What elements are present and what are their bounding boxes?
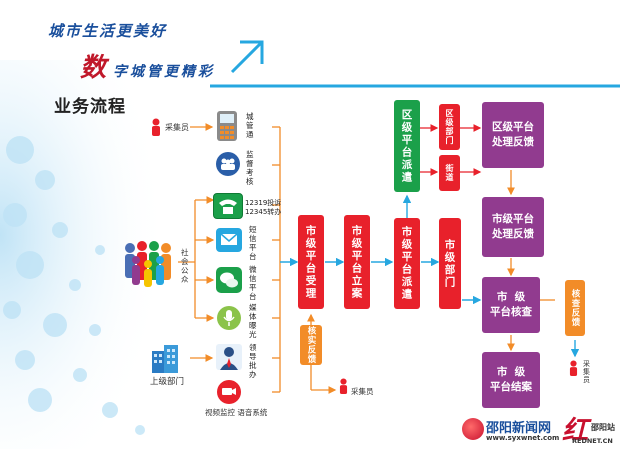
- collector-top-icon: [150, 118, 162, 140]
- decorative-arrow-icon: [230, 40, 264, 74]
- watermark-site2-url: REDNET.CN: [572, 437, 613, 445]
- box-city-dept: 市级部门: [439, 218, 461, 309]
- phone-icon: [214, 110, 240, 142]
- public-crowd-icon: [122, 238, 178, 294]
- watermark-site2-name: 邵阳站: [591, 423, 615, 432]
- wechat-icon: [216, 267, 242, 293]
- channel-label-0: 城 管 通: [246, 112, 254, 139]
- channel-label-4: 微 信 平 台: [249, 265, 257, 301]
- box-street: 街道: [439, 155, 460, 191]
- box-verify-feedback: 核实反馈: [300, 325, 322, 365]
- channel-label-6: 领 导 批 办: [249, 343, 257, 379]
- channel-label-5: 媒 体 曝 光: [249, 303, 257, 339]
- people-icon: [216, 152, 240, 176]
- channel-label-2: 12319投诉 12345转办: [245, 199, 282, 216]
- slogan-rest: 字城管更精彩: [113, 64, 216, 80]
- sms-icon: [216, 228, 242, 252]
- box-district-dept: 区级部门: [439, 104, 460, 150]
- page-title: 业务流程: [54, 97, 126, 117]
- collector-bottom-icon: [338, 378, 349, 398]
- monitor-label: 视频监控 语音系统: [205, 408, 268, 417]
- box-city-check: 市 级 平台核查: [482, 277, 540, 333]
- box-city-dispatch: 市级平台派遣: [394, 218, 420, 309]
- leader-icon: [216, 344, 242, 370]
- channel-label-3: 短 信 平 台: [249, 225, 257, 261]
- video-monitor-icon: [217, 380, 241, 404]
- collector-top-label: 采集员: [165, 123, 189, 132]
- slogan-big-char: 数: [80, 53, 110, 83]
- box-city-close: 市 级 平台结案: [482, 352, 540, 408]
- collector-right-icon: [568, 360, 579, 380]
- upper-dept-label: 上级部门: [150, 377, 185, 387]
- slogan-line2: 数字城管更精彩: [80, 47, 215, 84]
- public-label: 社会公众: [181, 248, 189, 284]
- collector-right-label: 采集员: [583, 360, 590, 384]
- slogan-line1: 城市生活更美好: [48, 22, 168, 40]
- watermark-site1-url: www.syxwnet.com: [486, 434, 560, 442]
- watermark-site2-char: 红: [562, 416, 589, 446]
- box-recheck-feedback: 核查反馈: [565, 280, 585, 336]
- collector-bottom-label: 采集员: [351, 387, 374, 396]
- hotline-icon: [213, 193, 243, 219]
- box-city-accept: 市级平台受理: [298, 215, 324, 309]
- box-district-feedback: 区级平台 处理反馈: [482, 102, 544, 168]
- microphone-icon: [217, 306, 241, 330]
- upper-dept-building-icon: [150, 345, 182, 377]
- channel-label-1: 监 督 考 核: [246, 150, 254, 186]
- box-district-dispatch: 区级平台派遣: [394, 100, 420, 192]
- watermark-site1: 邵阳新闻网: [486, 421, 552, 436]
- box-city-register: 市级平台立案: [344, 215, 370, 309]
- syxw-logo-icon: [462, 418, 484, 440]
- box-city-feedback: 市级平台 处理反馈: [482, 197, 544, 257]
